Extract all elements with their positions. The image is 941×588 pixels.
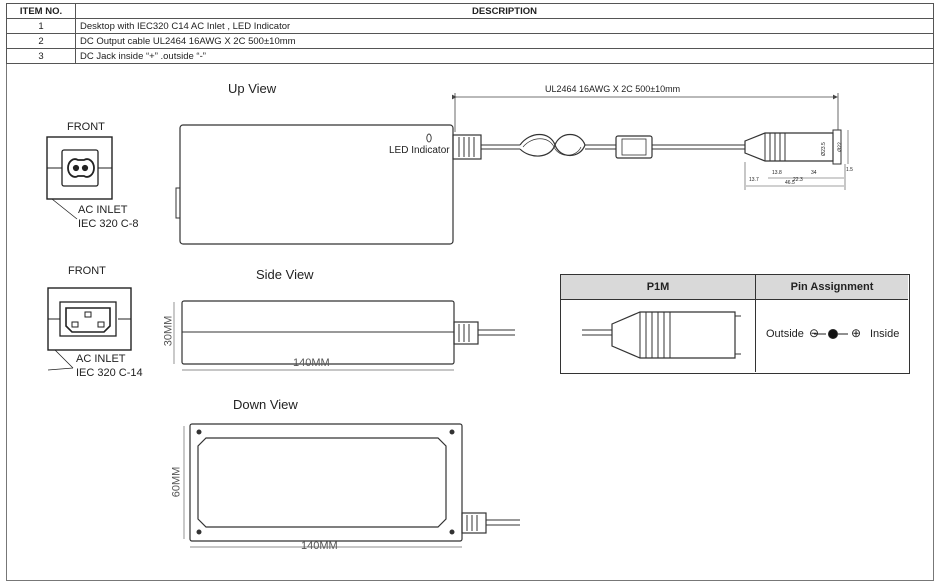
side-view-body bbox=[173, 300, 515, 371]
plug-dim: 34 bbox=[811, 170, 817, 176]
plug-dim: 1.5 bbox=[846, 167, 853, 173]
plug-dimensions bbox=[744, 130, 849, 190]
front-c14-inlet: AC INLET bbox=[76, 353, 126, 365]
down-height-dim: 60MM bbox=[170, 466, 183, 498]
pin-inside-label: Inside bbox=[870, 328, 900, 340]
plus-icon: ⊕ bbox=[851, 326, 862, 340]
table-row: 1 Desktop with IEC320 C14 AC Inlet , LED… bbox=[6, 18, 934, 34]
item-table-header: ITEM NO. DESCRIPTION bbox=[6, 3, 934, 19]
plug-dim: 46.5 bbox=[785, 180, 795, 186]
p1m-plug-drawing bbox=[582, 311, 741, 359]
plug-dim: Ø22 bbox=[837, 142, 844, 152]
plug-dim: Ø23.5 bbox=[820, 142, 827, 156]
pin-assignment-table: P1M Pin Assignment Outside ⊖ ⊕ Inside bbox=[560, 274, 910, 374]
front-c8-title: FRONT bbox=[67, 121, 105, 133]
down-length-dim: 140MM bbox=[301, 540, 338, 552]
led-indicator-label: LED Indicator bbox=[389, 145, 450, 156]
side-view-title: Side View bbox=[256, 267, 314, 282]
table-row: 2 DC Output cable UL2464 16AWG X 2C 500±… bbox=[6, 33, 934, 49]
plug-dim: 13.7 bbox=[749, 177, 759, 183]
pin-table-divider bbox=[755, 299, 756, 372]
table-row: 3 DC Jack inside “+” .outside “-” bbox=[6, 48, 934, 64]
front-c8-drawing bbox=[46, 136, 113, 220]
side-length-dim: 140MM bbox=[293, 357, 330, 369]
pin-outside-label: Outside bbox=[766, 328, 804, 340]
front-c14-drawing bbox=[47, 287, 132, 371]
item-description: DC Jack inside “+” .outside “-” bbox=[75, 48, 934, 64]
side-height-dim: 30MM bbox=[162, 315, 175, 347]
item-table: ITEM NO. DESCRIPTION 1 Desktop with IEC3… bbox=[6, 3, 934, 64]
down-view-body bbox=[183, 423, 520, 548]
front-c8-inlet: AC INLET bbox=[78, 204, 128, 216]
cable-dimension bbox=[452, 93, 839, 132]
pin-assignment-symbol bbox=[814, 329, 848, 339]
up-view-title: Up View bbox=[228, 81, 277, 96]
pin-table-p1m-header: P1M bbox=[561, 275, 756, 300]
front-c8-standard: IEC 320 C-8 bbox=[78, 218, 139, 230]
pin-table-assignment-header: Pin Assignment bbox=[756, 275, 908, 300]
minus-icon: ⊖ bbox=[809, 326, 820, 340]
header-item-no: ITEM NO. bbox=[6, 3, 76, 19]
front-c14-title: FRONT bbox=[68, 265, 106, 277]
up-view-body bbox=[175, 124, 842, 245]
down-view-title: Down View bbox=[233, 397, 298, 412]
cable-spec-label: UL2464 16AWG X 2C 500±10mm bbox=[545, 84, 681, 94]
plug-dim: 22.3 bbox=[793, 177, 803, 183]
plug-dim: 13.8 bbox=[772, 170, 782, 176]
front-c14-standard: IEC 320 C-14 bbox=[76, 367, 143, 379]
